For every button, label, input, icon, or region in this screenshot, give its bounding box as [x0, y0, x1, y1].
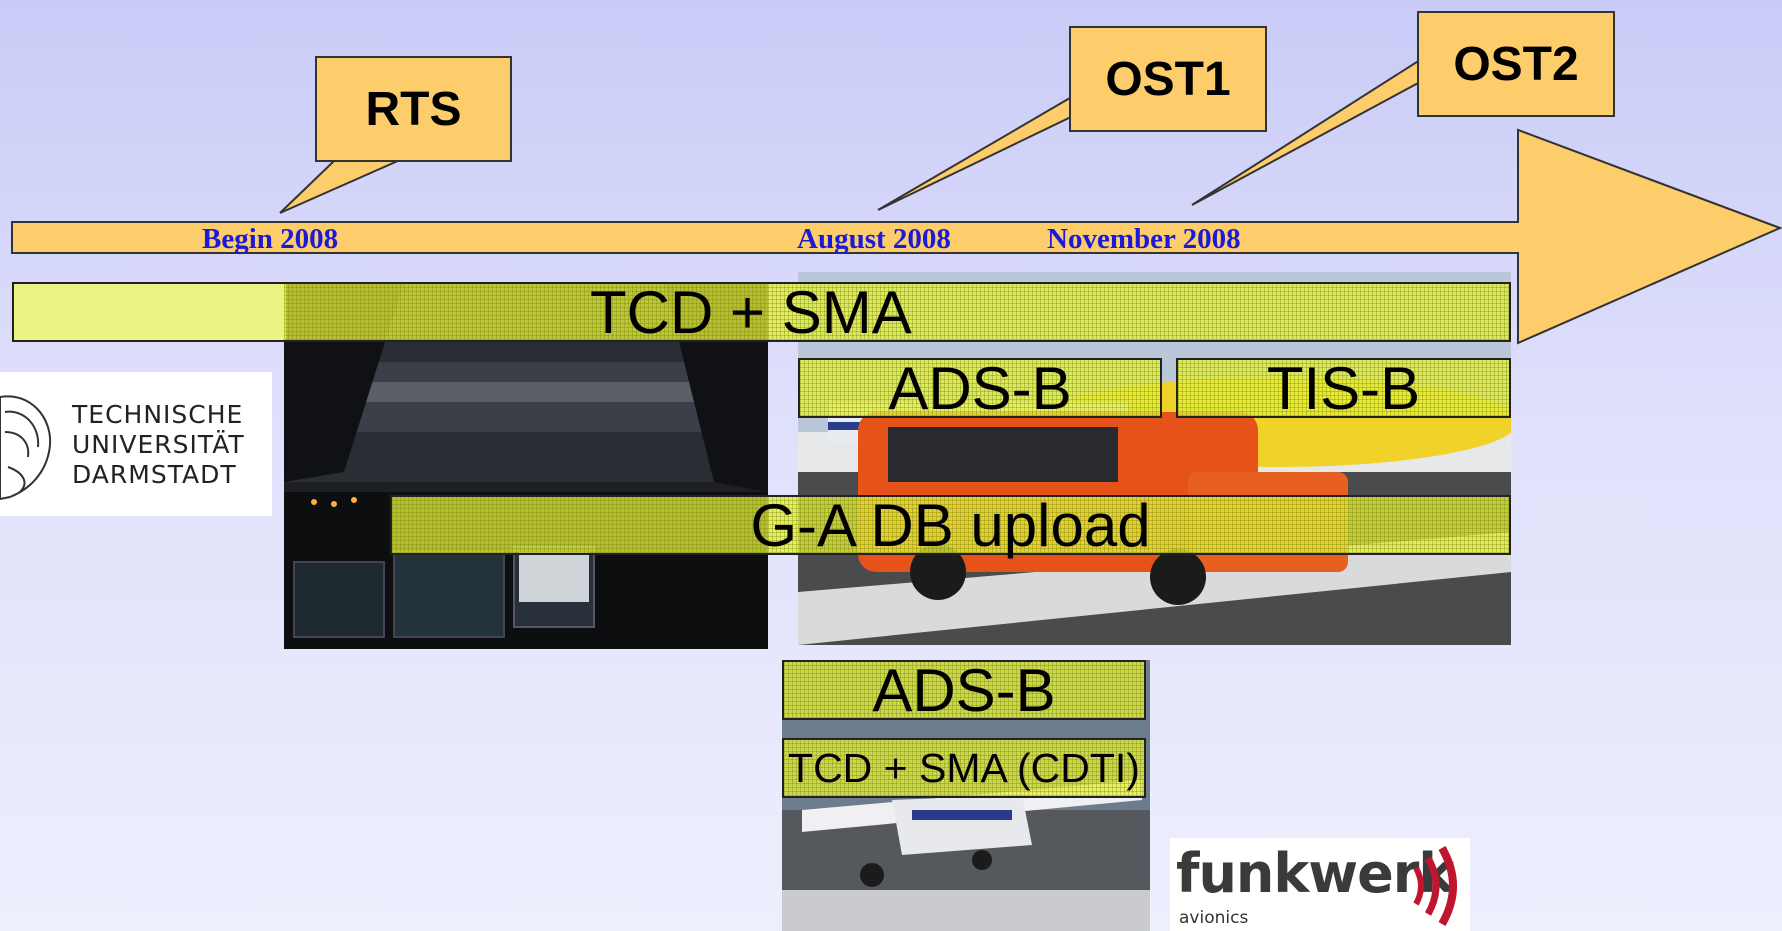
date-august-2008: August 2008 — [797, 223, 951, 255]
tu-line-2: UNIVERSITÄT — [72, 430, 245, 459]
tu-line-3: DARMSTADT — [72, 460, 237, 489]
bar-tis-b: TIS-B — [1176, 355, 1511, 422]
date-begin-2008: Begin 2008 — [202, 223, 339, 255]
bar-ga-db-upload-label: G-A DB upload — [750, 491, 1151, 559]
signal-waves-icon — [1413, 846, 1457, 926]
date-november-2008: November 2008 — [1047, 223, 1241, 255]
timeline-arrow — [11, 128, 1782, 345]
callout-pointer-rts — [279, 159, 401, 214]
milestone-ost1: OST1 — [1069, 26, 1267, 132]
tu-line-1: TECHNISCHE — [72, 400, 244, 429]
funkwerk-name: funkwerk — [1176, 842, 1454, 905]
callout-pointer-ost1 — [877, 93, 1076, 211]
bar-tcd-sma-cdti: TCD + SMA (CDTI) — [782, 738, 1146, 798]
bar-ads-b-top-label: ADS-B — [888, 354, 1072, 422]
bar-tis-b-label: TIS-B — [1266, 354, 1421, 422]
bar-tcd-sma: TCD + SMA — [284, 279, 1511, 346]
funkwerk-logo: funkwerk avionics — [1170, 838, 1470, 931]
bar-ads-b-bottom: ADS-B — [782, 657, 1146, 724]
bar-ga-db-upload: G-A DB upload — [390, 492, 1511, 559]
tu-darmstadt-wordmark: TECHNISCHE UNIVERSITÄT DARMSTADT — [72, 400, 245, 490]
milestone-ost2: OST2 — [1417, 11, 1615, 117]
bar-ads-b-top: ADS-B — [798, 355, 1162, 422]
athena-head-icon — [0, 395, 52, 501]
milestone-rts: RTS — [315, 56, 512, 162]
bar-tcd-sma-label: TCD + SMA — [590, 278, 912, 346]
bar-tcd-sma-cdti-label: TCD + SMA (CDTI) — [788, 744, 1140, 791]
funkwerk-sub: avionics — [1179, 908, 1249, 928]
tu-darmstadt-logo: TECHNISCHE UNIVERSITÄT DARMSTADT — [0, 372, 272, 516]
bar-tcd-sma-lead — [12, 282, 286, 342]
bar-ads-b-bottom-label: ADS-B — [872, 656, 1056, 724]
